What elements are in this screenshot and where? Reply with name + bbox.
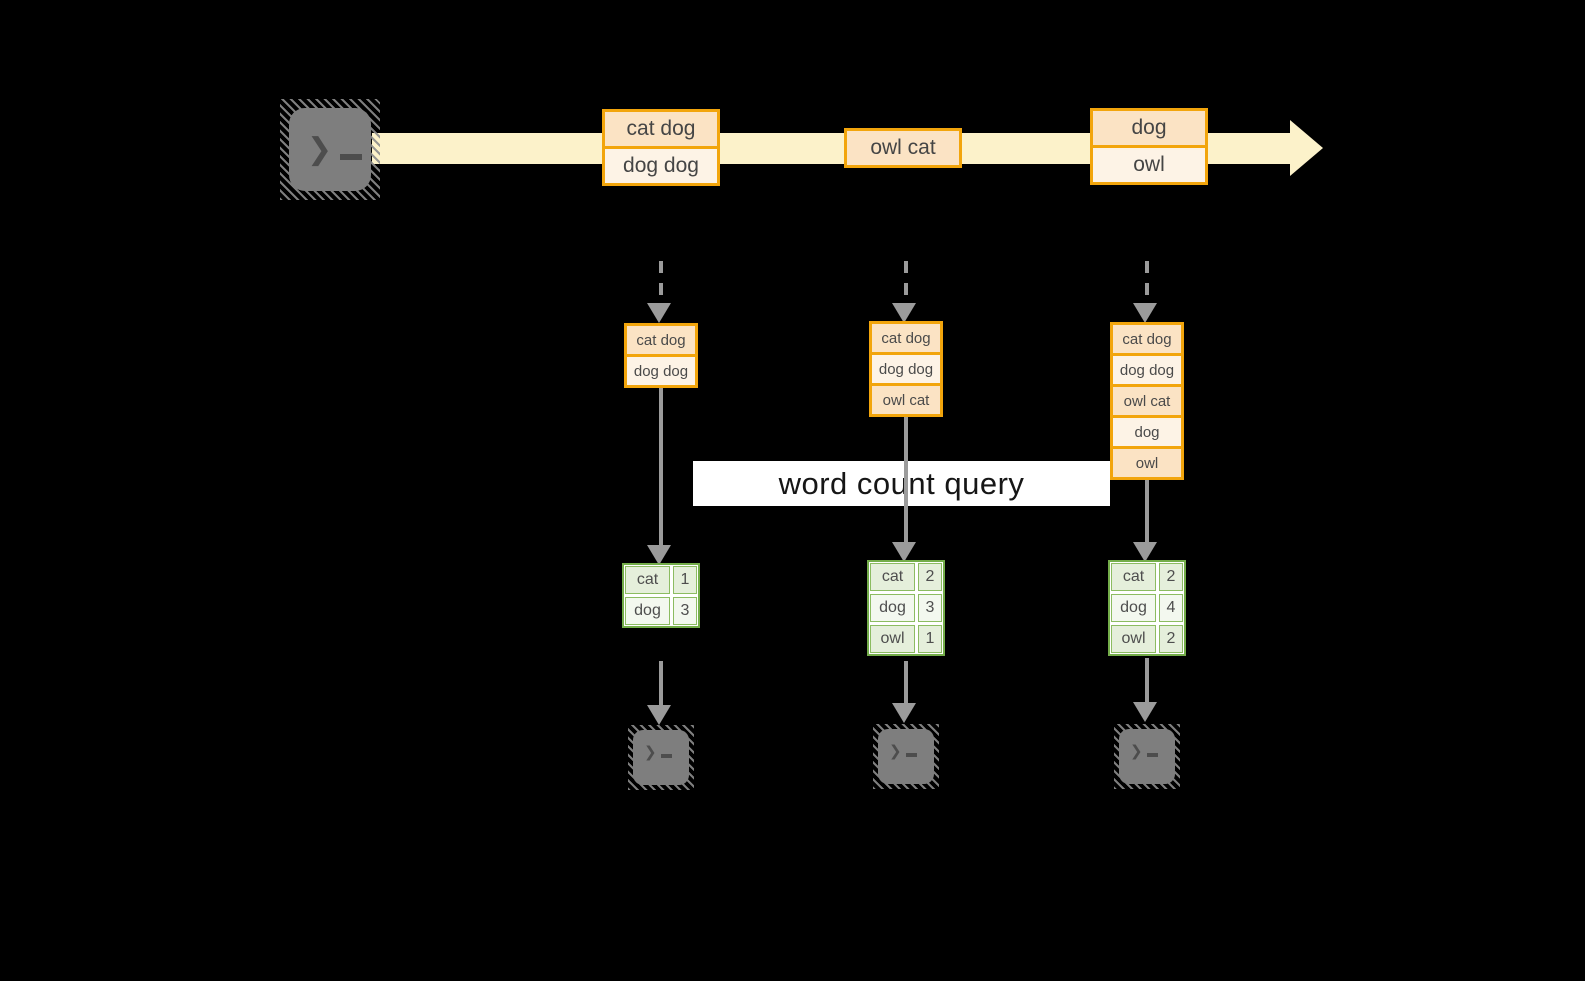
result-row: dog 3: [870, 594, 942, 622]
terminal-screen: ❯: [1119, 729, 1175, 784]
sink-arrow-line: [659, 661, 663, 706]
query-arrow-line: [904, 417, 908, 543]
input-table-1: cat dog dog dog: [624, 323, 698, 388]
query-arrowhead-icon: [647, 545, 671, 565]
terminal-screen: ❯: [633, 730, 689, 785]
sink-terminal-icon: ❯: [873, 724, 939, 789]
stream-batch-3: dog owl: [1090, 108, 1208, 185]
result-word-cell: cat: [1111, 563, 1156, 591]
stream-record: cat dog: [602, 109, 720, 149]
result-table-2: cat 2 dog 3 owl 1: [867, 560, 945, 656]
sink-arrowhead-icon: [647, 705, 671, 725]
result-row: dog 3: [625, 597, 697, 625]
input-record: cat dog: [869, 321, 943, 355]
result-row: cat 1: [625, 566, 697, 594]
query-arrow-line: [659, 388, 663, 546]
result-count-cell: 2: [1159, 563, 1183, 591]
word-count-query-label: word count query: [693, 461, 1110, 506]
sink-arrow-line: [904, 661, 908, 704]
stream-arrowhead-icon: [1290, 120, 1323, 176]
input-record: owl cat: [869, 383, 943, 417]
terminal-prompt-glyph: ❯: [307, 132, 363, 167]
terminal-prompt-glyph: ❯: [889, 742, 917, 760]
result-word-cell: owl: [1111, 625, 1156, 653]
result-row: cat 2: [870, 563, 942, 591]
sink-terminal-icon: ❯: [1114, 724, 1180, 789]
input-record: dog: [1110, 415, 1184, 449]
input-record: cat dog: [1110, 322, 1184, 356]
query-arrowhead-icon: [892, 542, 916, 562]
trigger-arrow-line: [659, 261, 663, 303]
query-arrow-line: [1145, 480, 1149, 543]
result-count-cell: 3: [918, 594, 942, 622]
result-table-3: cat 2 dog 4 owl 2: [1108, 560, 1186, 656]
source-terminal-icon: ❯: [280, 99, 380, 200]
result-count-cell: 2: [918, 563, 942, 591]
stream-record: dog: [1090, 108, 1208, 148]
input-record: dog dog: [869, 352, 943, 386]
terminal-screen: ❯: [878, 729, 934, 784]
result-row: owl 1: [870, 625, 942, 653]
result-count-cell: 4: [1159, 594, 1183, 622]
trigger-arrow-line: [1145, 261, 1149, 303]
input-record: dog dog: [1110, 353, 1184, 387]
result-row: cat 2: [1111, 563, 1183, 591]
result-word-cell: dog: [625, 597, 670, 625]
sink-arrowhead-icon: [892, 703, 916, 723]
result-word-cell: owl: [870, 625, 915, 653]
stream-batch-1: cat dog dog dog: [602, 109, 720, 186]
stream-record: owl: [1090, 145, 1208, 185]
result-word-cell: dog: [1111, 594, 1156, 622]
trigger-arrowhead-icon: [647, 303, 671, 323]
stream-batch-2: owl cat: [844, 128, 962, 168]
trigger-arrow-line: [904, 261, 908, 303]
result-count-cell: 1: [918, 625, 942, 653]
result-row: dog 4: [1111, 594, 1183, 622]
terminal-prompt-glyph: ❯: [644, 743, 672, 761]
input-record: owl: [1110, 446, 1184, 480]
input-record: cat dog: [624, 323, 698, 357]
result-word-cell: cat: [625, 566, 670, 594]
stream-record: dog dog: [602, 146, 720, 186]
result-word-cell: dog: [870, 594, 915, 622]
sink-arrow-line: [1145, 658, 1149, 703]
trigger-arrowhead-icon: [1133, 303, 1157, 323]
trigger-arrowhead-icon: [892, 303, 916, 323]
input-table-2: cat dog dog dog owl cat: [869, 321, 943, 417]
result-table-1: cat 1 dog 3: [622, 563, 700, 628]
input-table-3: cat dog dog dog owl cat dog owl: [1110, 322, 1184, 480]
sink-terminal-icon: ❯: [628, 725, 694, 790]
terminal-prompt-glyph: ❯: [1130, 742, 1158, 760]
sink-arrowhead-icon: [1133, 702, 1157, 722]
result-word-cell: cat: [870, 563, 915, 591]
result-count-cell: 1: [673, 566, 697, 594]
input-record: dog dog: [624, 354, 698, 388]
result-count-cell: 3: [673, 597, 697, 625]
input-record: owl cat: [1110, 384, 1184, 418]
result-count-cell: 2: [1159, 625, 1183, 653]
query-arrowhead-icon: [1133, 542, 1157, 562]
terminal-screen: ❯: [289, 108, 371, 191]
result-row: owl 2: [1111, 625, 1183, 653]
stream-record: owl cat: [844, 128, 962, 168]
